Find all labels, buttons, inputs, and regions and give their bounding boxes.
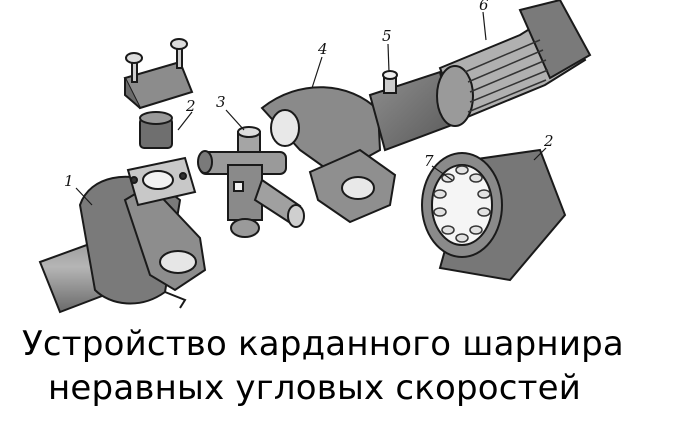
cap-plate-with-screws	[123, 38, 194, 110]
bearing-cup-part-2	[139, 111, 173, 149]
label-part-6: 6	[479, 0, 489, 14]
splined-shaft-part-6	[436, 0, 592, 127]
caption-line-1: Устройство карданного шарнира	[22, 324, 624, 364]
label-part-5: 5	[382, 27, 392, 45]
cross-spider-part-3	[197, 126, 305, 238]
label-part-1: 1	[64, 172, 74, 190]
leader-lines	[75, 11, 547, 206]
label-part-2-cap: 2	[186, 97, 196, 115]
lower-yoke-part-1	[38, 156, 207, 314]
label-part-4: 4	[318, 40, 328, 58]
grease-fitting-part-5	[382, 70, 398, 94]
label-part-2-bearing: 2	[544, 132, 554, 150]
needle-bearing-part-2-and-7	[421, 148, 567, 282]
caption-line-2: неравных угловых скоростей	[48, 368, 582, 408]
label-part-3: 3	[216, 93, 226, 111]
label-part-7: 7	[424, 152, 434, 170]
